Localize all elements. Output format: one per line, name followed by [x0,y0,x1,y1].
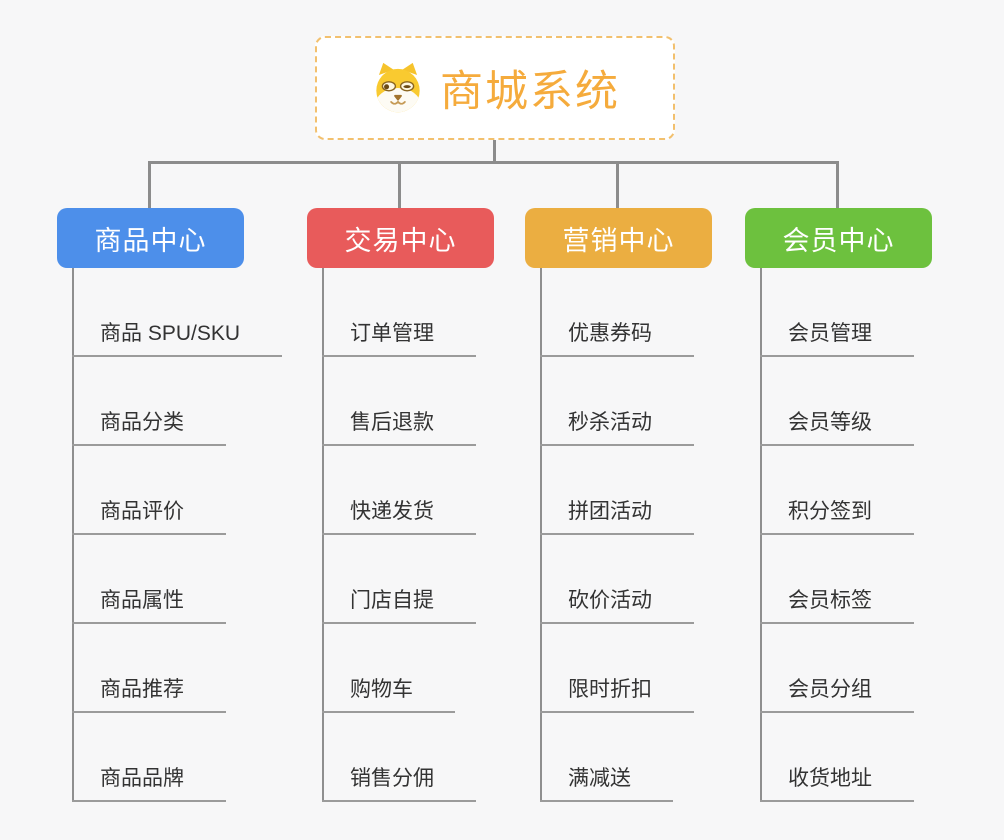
branch-header-member-center[interactable]: 会员中心 [745,208,932,268]
node-product-category[interactable]: 商品分类 [72,357,282,446]
branch-header-marketing-center[interactable]: 营销中心 [525,208,712,268]
branch-spine [760,268,762,802]
node-member-tag[interactable]: 会员标签 [760,535,914,624]
branch-children: 会员管理 会员等级 积分签到 会员标签 会员分组 收货地址 [760,268,914,802]
node-points-signin[interactable]: 积分签到 [760,446,914,535]
branch-trade-center: 交易中心 订单管理 售后退款 快递发货 门店自提 购物车 销售分佣 [307,208,494,802]
branch-spine [540,268,542,802]
branch-member-center: 会员中心 会员管理 会员等级 积分签到 会员标签 会员分组 收货地址 [745,208,932,802]
node-group-buy[interactable]: 拼团活动 [540,446,694,535]
node-product-brand[interactable]: 商品品牌 [72,713,282,802]
node-coupon-code[interactable]: 优惠券码 [540,268,694,357]
connector-drop-member [836,161,839,208]
node-product-recommend[interactable]: 商品推荐 [72,624,282,713]
node-shopping-cart[interactable]: 购物车 [322,624,476,713]
node-sales-commission[interactable]: 销售分佣 [322,713,476,802]
node-flash-sale[interactable]: 秒杀活动 [540,357,694,446]
branch-children: 商品 SPU/SKU 商品分类 商品评价 商品属性 商品推荐 商品品牌 [72,268,283,802]
shiba-dog-icon [370,62,426,114]
node-store-pickup[interactable]: 门店自提 [322,535,476,624]
branch-spine [322,268,324,802]
connector-horizontal-bar [148,161,839,164]
root-node-mall-system[interactable]: 商城系统 [315,36,675,140]
branch-header-trade-center[interactable]: 交易中心 [307,208,494,268]
branch-children: 优惠券码 秒杀活动 拼团活动 砍价活动 限时折扣 满减送 [540,268,694,802]
node-product-review[interactable]: 商品评价 [72,446,282,535]
root-title: 商城系统 [440,68,620,116]
connector-drop-marketing [616,161,619,208]
node-bargain-activity[interactable]: 砍价活动 [540,535,694,624]
node-member-group[interactable]: 会员分组 [760,624,914,713]
connector-drop-product [148,161,151,208]
branch-marketing-center: 营销中心 优惠券码 秒杀活动 拼团活动 砍价活动 限时折扣 满减送 [525,208,712,802]
branch-product-center: 商品中心 商品 SPU/SKU 商品分类 商品评价 商品属性 商品推荐 商品品牌 [57,208,283,802]
node-aftersale-refund[interactable]: 售后退款 [322,357,476,446]
node-product-spu-sku[interactable]: 商品 SPU/SKU [72,268,283,357]
node-member-management[interactable]: 会员管理 [760,268,914,357]
node-product-attribute[interactable]: 商品属性 [72,535,282,624]
node-limited-time-discount[interactable]: 限时折扣 [540,624,694,713]
branch-children: 订单管理 售后退款 快递发货 门店自提 购物车 销售分佣 [322,268,476,802]
node-member-level[interactable]: 会员等级 [760,357,914,446]
node-order-management[interactable]: 订单管理 [322,268,476,357]
branch-spine [72,268,74,802]
node-express-delivery[interactable]: 快递发货 [322,446,476,535]
node-shipping-address[interactable]: 收货地址 [760,713,914,802]
connector-drop-trade [398,161,401,208]
branch-header-product-center[interactable]: 商品中心 [57,208,244,268]
node-full-reduction[interactable]: 满减送 [540,713,694,802]
connector-root-stem [493,140,496,163]
